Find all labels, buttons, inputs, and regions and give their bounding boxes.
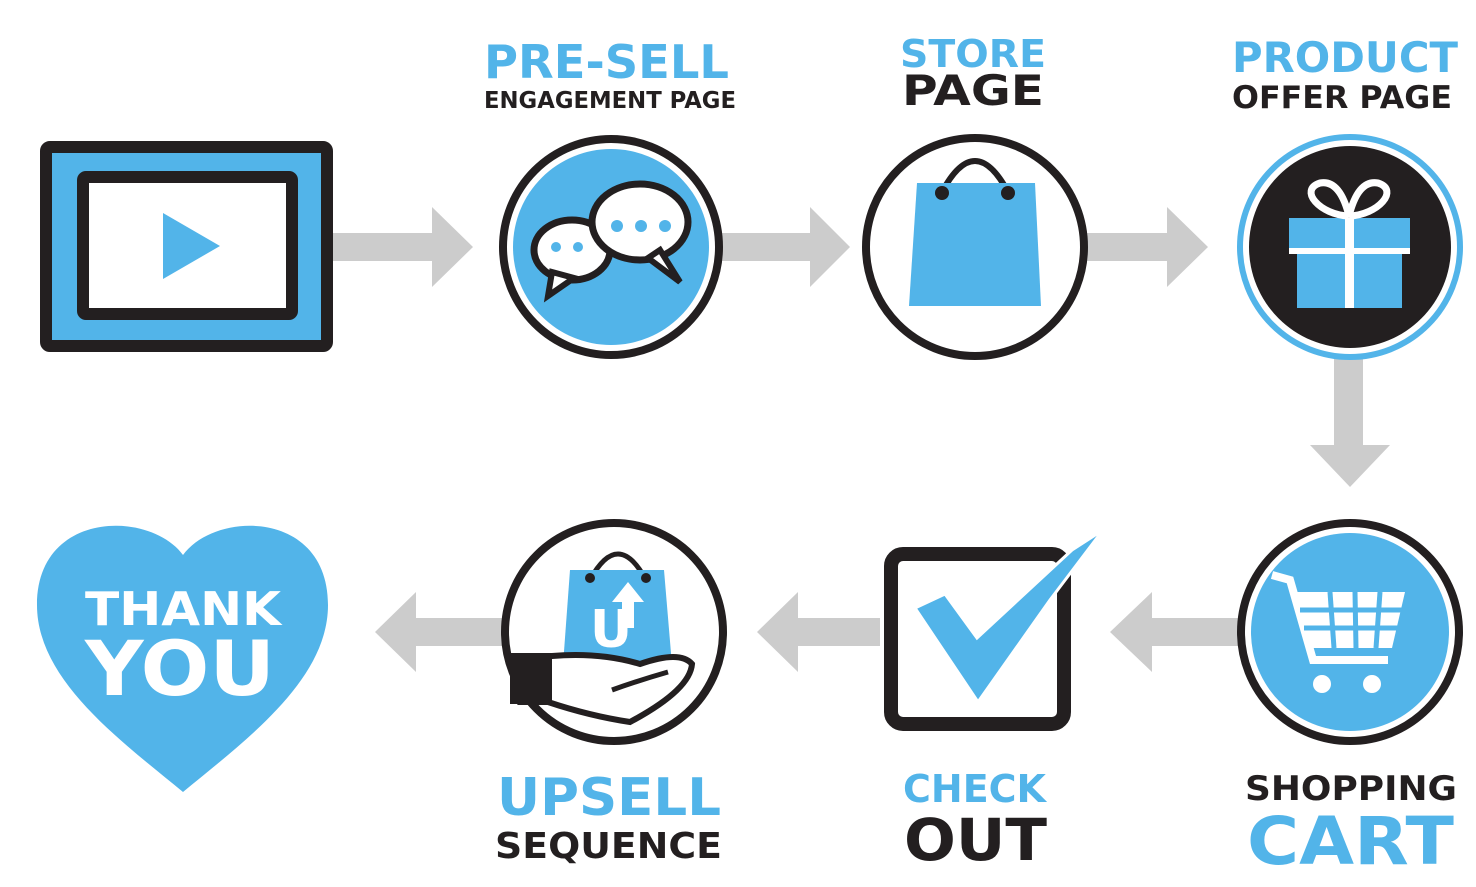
product-title: PRODUCT [1232, 33, 1458, 82]
upsell-title: UPSELL [497, 768, 721, 828]
arrow-presell-to-store [720, 207, 850, 287]
hand-bag-upsell-icon: U [501, 519, 727, 745]
thank-you-line1: THANK [85, 582, 284, 636]
checkout-subtitle: OUT [904, 806, 1047, 874]
product-subtitle: OFFER PAGE [1232, 80, 1452, 116]
gift-icon [1237, 134, 1463, 360]
arrow-checkout-to-upsell [757, 592, 880, 672]
checkbox-check-icon [884, 528, 1105, 731]
arrow-cart-to-checkout [1110, 592, 1240, 672]
arrow-product-to-cart [1310, 358, 1390, 487]
video-play-icon [40, 141, 333, 352]
store-subtitle: PAGE [902, 66, 1044, 115]
shopping-cart-icon [1237, 519, 1463, 745]
arrow-upsell-to-thankyou [375, 592, 505, 672]
arrow-video-to-presell [333, 207, 473, 287]
checkout-title: CHECK [903, 767, 1048, 811]
shopping-bag-icon [862, 134, 1088, 360]
presell-title: PRE-SELL [484, 35, 729, 89]
arrow-store-to-product [1087, 207, 1208, 287]
cart-title: CART [1247, 803, 1454, 880]
store-title: STORE [900, 32, 1046, 76]
chat-bubbles-icon [499, 135, 723, 359]
cart-subtitle: SHOPPING [1245, 769, 1457, 809]
upsell-subtitle: SEQUENCE [495, 826, 722, 867]
presell-subtitle: ENGAGEMENT PAGE [484, 88, 736, 114]
heart-icon [37, 525, 328, 792]
thank-you-line2: YOU [84, 624, 275, 713]
